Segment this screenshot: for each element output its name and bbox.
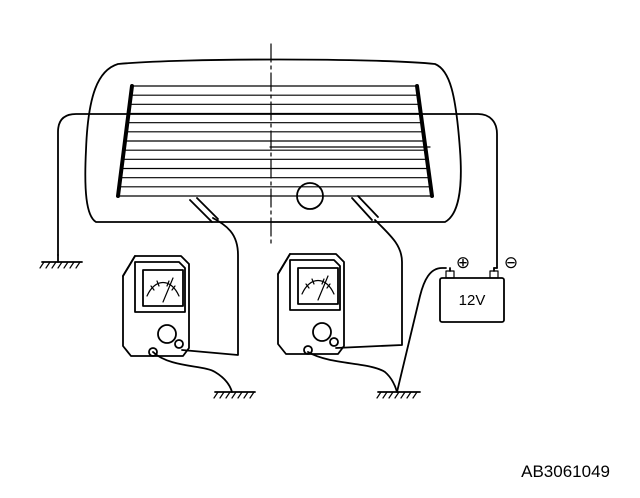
battery-voltage-label: 12V: [459, 292, 486, 309]
left-bus-bar: [116, 84, 134, 198]
left-meter-ground-lead: [152, 351, 233, 393]
left-voltmeter-probe: [181, 197, 239, 356]
figure-code: AB3061049: [521, 462, 610, 481]
battery-negative-symbol: ⊖: [504, 253, 518, 273]
rear-window-outline: [84, 58, 462, 223]
right-meter-ground-lead: [307, 351, 398, 393]
wire-battery-positive: [396, 267, 447, 393]
voltmeter-icon: [122, 255, 190, 357]
ground-symbol-icon: [39, 254, 83, 269]
right-voltmeter-probe: [335, 195, 403, 349]
ground-symbol-icon: [376, 391, 421, 399]
right-bus-bar: [415, 84, 434, 198]
wire-ground-to-battery-negative: [57, 113, 498, 269]
battery-icon: [439, 267, 505, 323]
voltmeter-icon: [277, 253, 345, 355]
center-test-point-circle: [296, 182, 324, 210]
ground-symbol-icon: [213, 391, 256, 399]
battery-positive-symbol: ⊕: [456, 253, 470, 273]
rear-window-defogger-grid: [116, 84, 434, 198]
